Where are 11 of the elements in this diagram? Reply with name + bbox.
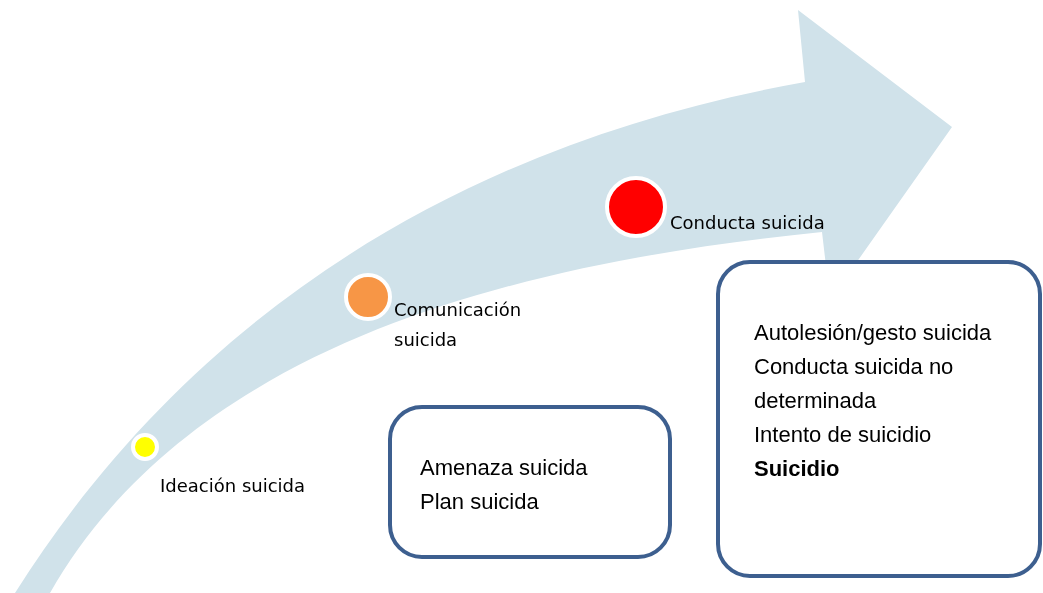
list-item: Plan suicida: [420, 488, 540, 516]
list-item: Amenaza suicida: [420, 454, 589, 482]
text-panel: [716, 260, 1042, 578]
list-item: Conducta suicida no determinada: [754, 353, 955, 415]
list-item: Autolesión/gesto suicida: [754, 319, 993, 347]
stage-label: Conducta suicida: [670, 211, 826, 235]
list-item: Suicidio: [754, 455, 841, 483]
text-panel: [388, 405, 672, 559]
list-item: Intento de suicidio: [754, 421, 933, 449]
stage-label: Ideación suicida: [160, 474, 307, 498]
stage-label: Comunicación suicida: [394, 298, 523, 352]
